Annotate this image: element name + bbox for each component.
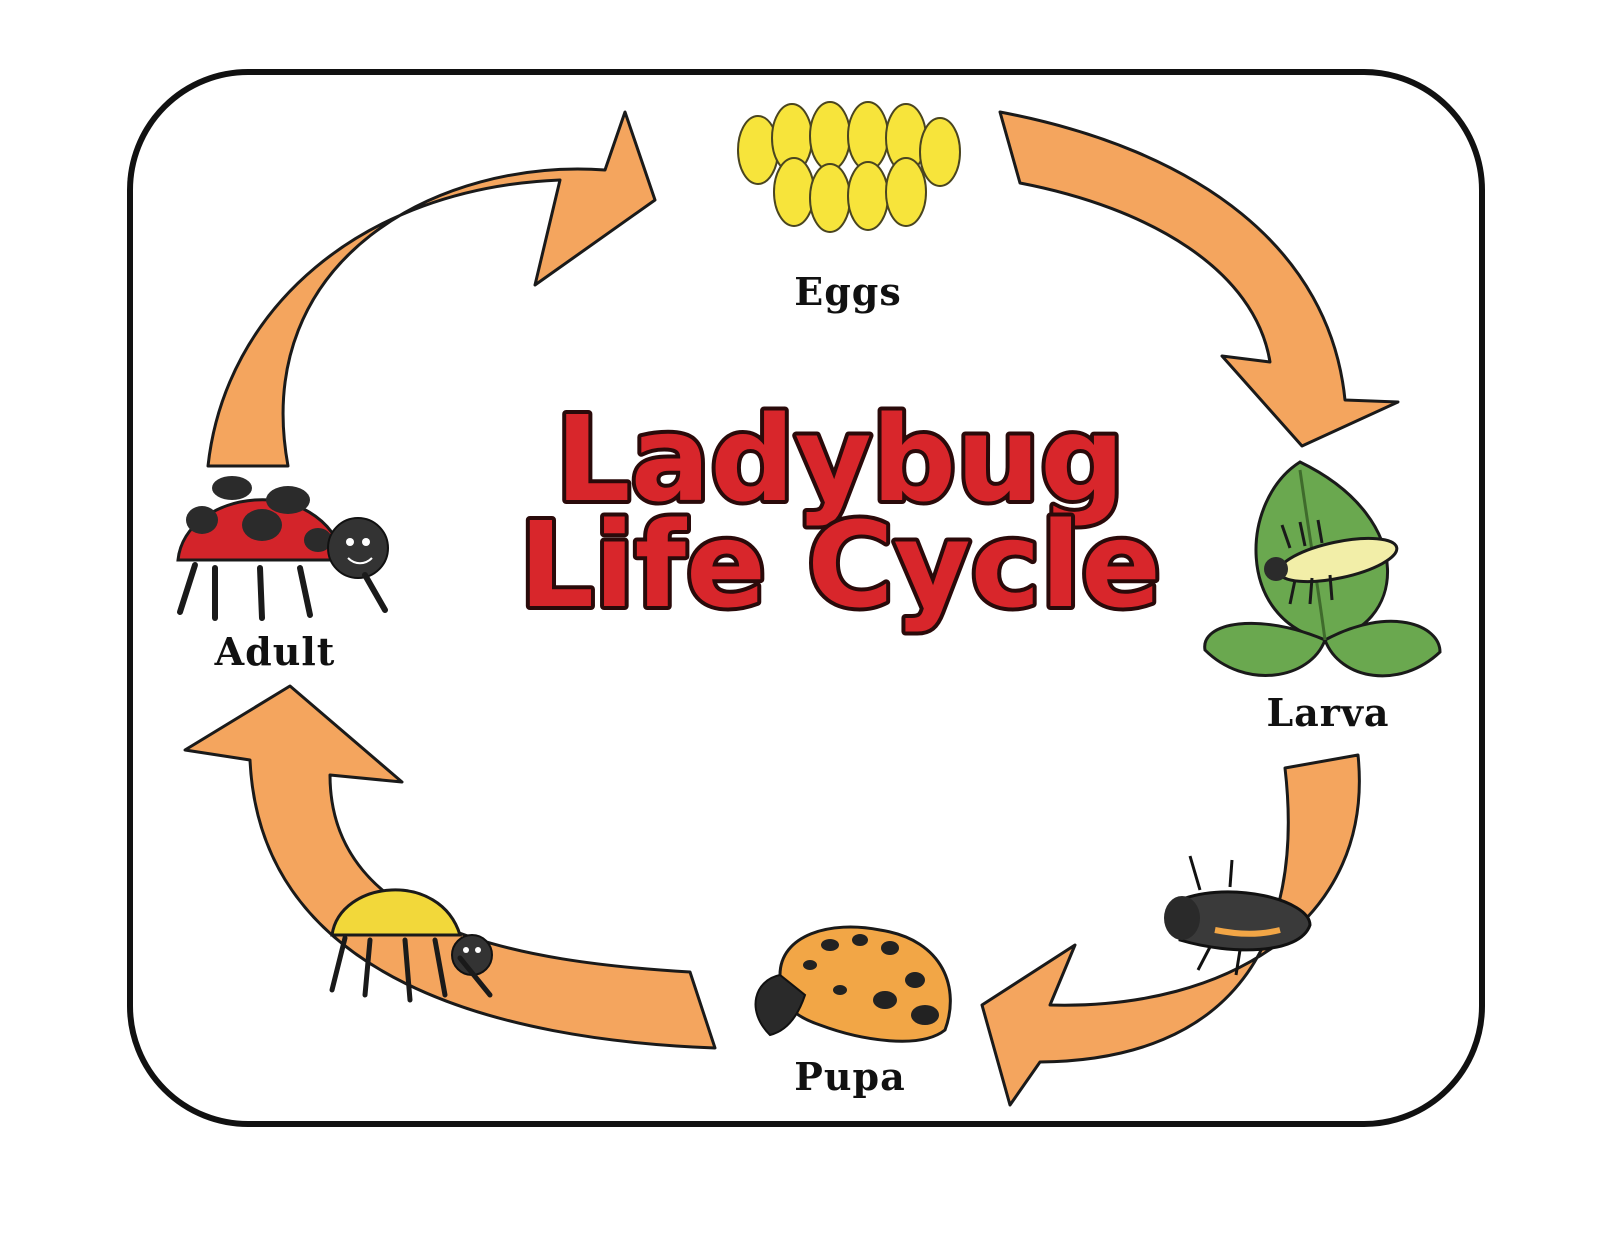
title-line-1: Ladybug (555, 390, 1124, 528)
label-pupa: Pupa (794, 1054, 905, 1099)
label-eggs: Eggs (794, 269, 902, 314)
arrow-eggs-to-larva (998, 110, 1400, 448)
diagram-frame (127, 69, 1485, 1127)
adult-ladybug-icon (176, 476, 389, 621)
larva-icon (1164, 855, 1312, 976)
arrow-adult-to-eggs (206, 110, 657, 468)
label-adult: Adult (214, 629, 336, 674)
arrow-pupa-to-adult (183, 684, 717, 1050)
label-larva: Larva (1266, 690, 1389, 735)
eggs-icon (737, 101, 961, 233)
yellow-ladybug-icon (329, 888, 493, 1003)
larva-on-leaf-icon (1203, 460, 1442, 678)
pupa-icon (754, 925, 952, 1043)
title-line-2: Life Cycle (519, 496, 1161, 634)
